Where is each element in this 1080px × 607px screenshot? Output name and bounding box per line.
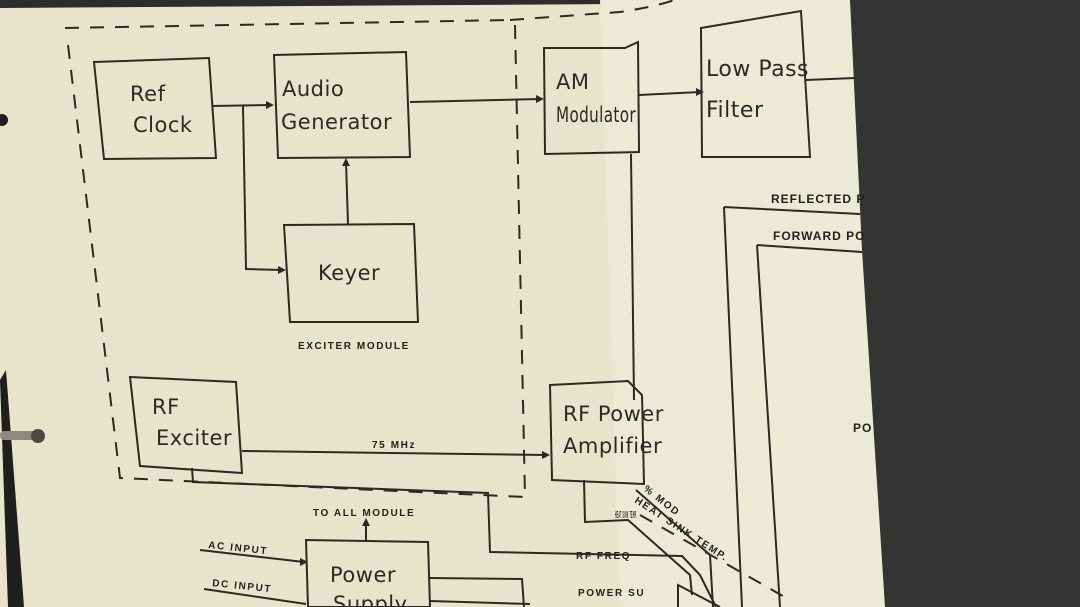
arrow-icon	[266, 101, 274, 109]
wire-ps-out-2	[429, 600, 531, 605]
page-top-dash	[509, 0, 678, 21]
audio-generator-label-2: Generator	[281, 110, 392, 134]
wire-fold-box	[677, 583, 721, 607]
low-pass-filter-label-2: Filter	[706, 98, 764, 123]
to-all-module-label: TO ALL MODULE	[313, 508, 415, 519]
wire-reflected-power	[723, 206, 861, 607]
left-page	[0, 0, 640, 607]
wire-ps-out-1	[429, 577, 525, 607]
rf-exciter-label-2: Exciter	[156, 426, 232, 450]
keyer-block: Keyer	[282, 222, 420, 323]
dashed-fold-line	[639, 514, 791, 601]
binder-ring	[0, 429, 45, 443]
forward-power-label: FORWARD PO	[773, 229, 865, 243]
am-modulator-label-2: Modulator	[556, 103, 636, 127]
exciter-module-label: EXCITER MODULE	[298, 341, 410, 352]
power-supply-block: Power Supply	[304, 538, 432, 607]
exciter-module-boundary	[64, 19, 526, 498]
rf-exciter-label-1: RF	[152, 395, 180, 419]
audio-generator-label-1: Audio	[282, 77, 344, 101]
wire-lpf-out	[805, 77, 856, 81]
punch-hole	[0, 114, 8, 126]
arrow-icon	[696, 88, 704, 96]
wire-refclock-to-keyer	[242, 105, 283, 271]
low-pass-filter-block: Low Pass Filter	[699, 9, 812, 158]
wire-am-to-lpf	[638, 91, 701, 96]
wire-keyer-to-audiogen	[345, 161, 349, 225]
audio-generator-block: Audio Generator	[272, 50, 412, 160]
binder-edge	[0, 370, 24, 607]
wire-audiogen-to-am	[409, 98, 541, 103]
low-pass-filter-label-1: Low Pass	[706, 57, 809, 82]
rf-exciter-block: RF Exciter	[128, 375, 244, 475]
wire-forward-power	[756, 244, 863, 607]
fabric-texture	[850, 0, 1080, 607]
power-supply-line-label: POWER SU	[578, 588, 645, 599]
am-modulator-block: AM Modulator	[542, 40, 641, 156]
rf-freq-label: RF FREQ	[576, 551, 631, 562]
arrow-icon	[342, 158, 350, 166]
am-modulator-label-1: AM	[556, 70, 589, 94]
rf-power-amplifier-block: RF Power Amplifier	[548, 379, 664, 486]
wire-am-down	[630, 153, 635, 401]
wire-rfexciter-down	[191, 467, 717, 607]
ref-clock-label-2: Clock	[133, 113, 193, 137]
keyer-label: Keyer	[318, 261, 380, 285]
arrow-icon	[362, 518, 370, 526]
ref-clock-block: Ref Clock	[92, 56, 218, 161]
rf-power-amplifier-label-1: RF Power	[563, 402, 664, 426]
arrow-icon	[278, 266, 286, 274]
wire-refclock-to-audiogen	[211, 104, 271, 107]
reflected-power-label: REFLECTED P	[771, 192, 865, 206]
wire-dc-input	[203, 588, 307, 605]
ref-clock-label-1: Ref	[130, 82, 166, 106]
wire-rfpa-down	[583, 479, 693, 596]
right-page	[600, 0, 885, 607]
freq-75mhz-label: 75 MHz	[372, 440, 416, 451]
heat-sink-temp-label-a: HEAT SINK TEMP.	[615, 510, 637, 521]
rf-power-amplifier-label-2: Amplifier	[563, 434, 662, 458]
power-partial-label: PO	[853, 421, 872, 435]
power-supply-label-1: Power	[330, 563, 396, 587]
wire-rfexciter-to-rfpa	[241, 450, 547, 456]
arrow-icon	[300, 558, 308, 566]
arrow-icon	[542, 451, 550, 459]
wire-ac-input	[199, 549, 305, 563]
arrow-icon	[536, 95, 544, 103]
power-supply-label-2: Supply	[333, 592, 408, 607]
